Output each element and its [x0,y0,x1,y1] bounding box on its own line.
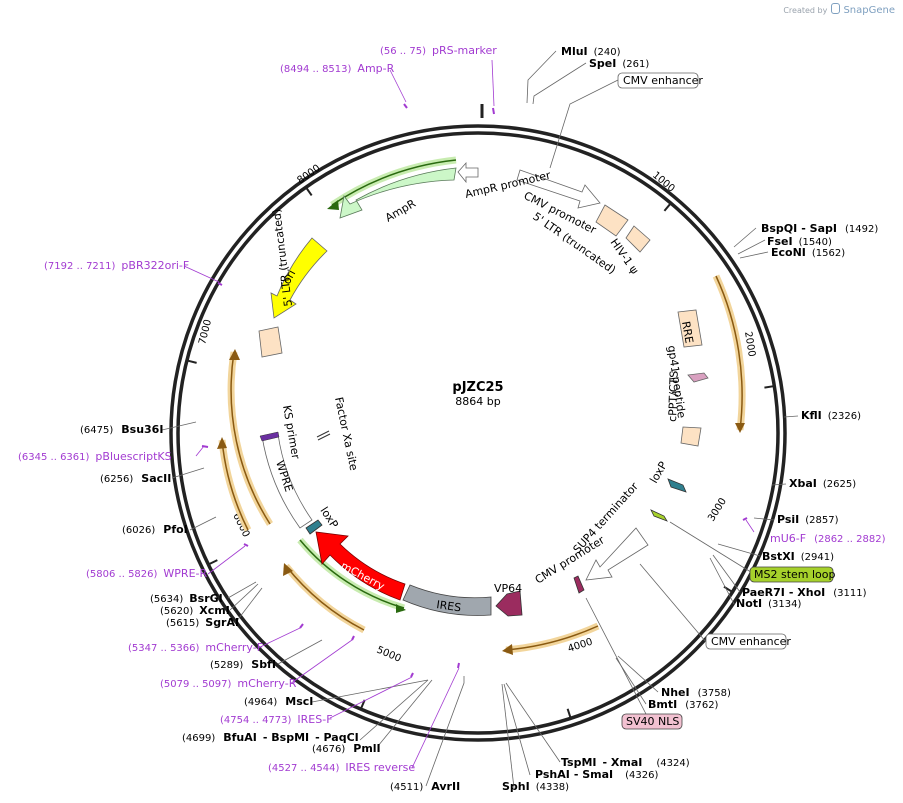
label-ampr: AmpR [383,197,418,225]
snapgene-brand: Created by SnapGene [783,3,895,16]
plasmid-length: 8864 bp [455,395,500,408]
box-cmv-enhancer-bottom: CMV enhancer [705,633,791,650]
feature-ires [402,584,492,616]
site-sphi: SphI(4338) [502,780,569,793]
primer-leaders [183,59,755,769]
orf-arcs [217,156,746,655]
snapgene-logo-icon [830,3,840,14]
feature-vp64 [495,590,523,617]
site-psii: PsiI(2857) [777,513,839,526]
box-ms2-stem-loop: MS2 stem loop [749,566,836,583]
svg-text:MS2 stem loop: MS2 stem loop [754,568,836,581]
feature-cmv-promoter-top [516,169,601,209]
site-paer7i-xhoi: PaeR7I- XhoI(3111) [742,586,867,599]
brand-prefix: Created by [783,6,828,15]
feature-cppt [680,426,702,447]
site-spei: SpeI(261) [589,57,649,70]
feature-ltr-5-top [595,204,629,237]
site-xcmi: (5620)XcmI [160,604,230,617]
feature-ampr-promoter [457,161,479,184]
site-pmli: (4676)PmlI [312,742,381,755]
primer-labels: (56 .. 75)pRS-marker (8494 .. 8513)Amp-R… [18,44,886,774]
label-ks-primer: KS primer [280,404,302,460]
brand-name: SnapGene [843,5,895,16]
svg-text:SV40 NLS: SV40 NLS [626,715,679,728]
feature-rre [677,309,703,348]
label-loxp-left: loxP [317,505,340,531]
box-leaders [549,79,755,715]
feature-mcherry [315,531,406,601]
site-sbfi: (5289)SbfI [210,658,276,671]
feature-loxp-right [667,478,687,493]
primer-amp-r: (8494 .. 8513)Amp-R [280,62,395,75]
site-bsu36i: (6475)Bsu36I [80,423,163,436]
label-loxp-right: loxP [647,459,670,485]
primer-marks [201,103,748,678]
site-xbai: XbaI(2625) [789,477,856,490]
site-bmti: BmtI(3762) [648,698,719,711]
primer-pbluescriptks: (6345 .. 6361)pBluescriptKS [18,450,172,463]
primer-mcherry-f: (5347 .. 5366)mCherry-F [128,641,263,654]
site-bspqi-sapi: BspQI- SapI(1492) [761,222,878,235]
primer-mcherry-r: (5079 .. 5097)mCherry-R [160,677,297,690]
feature-hiv-psi [625,225,651,253]
site-avrii: (4511)AvrII [390,780,460,793]
label-rre: RRE [679,320,696,344]
feature-ms2-marker [650,509,668,522]
site-bsrgi: (5634)BsrGI [150,592,223,605]
svg-text:CMV enhancer: CMV enhancer [711,635,791,648]
label-factor-xa: Factor Xa site [332,396,360,472]
primer-prs-marker: (56 .. 75)pRS-marker [380,44,497,57]
site-tspmi-xmai: TspMI- XmaI(4324) [561,756,690,769]
label-ires: IRES [436,598,462,614]
feature-ks-primer-mark [259,431,280,442]
label-vp64: VP64 [494,582,522,595]
primer-wpre-r: (5806 .. 5826)WPRE-R [86,567,207,580]
site-labels: MluI(240) SpeI(261) BspQI- SapI(1492) Fs… [80,45,878,793]
feature-wpre [261,433,313,529]
svg-text:CMV enhancer: CMV enhancer [623,74,703,87]
site-kfli: KflI(2326) [801,409,861,422]
label-ltr-5-left: 5' LTR (truncated) [270,208,295,307]
feature-ltr-5-left [258,326,283,358]
site-bfuai-bspmi-paqci: (4699)BfuAI- BspMI- PaqCI [182,731,359,744]
site-econi: EcoNI(1562) [771,246,845,259]
tick-label-2000: 2000 [742,331,757,358]
site-pfoi: (6026)PfoI [122,523,188,536]
primer-mu6-f: mU6-F(2862 .. 2882) [770,532,886,545]
box-cmv-enhancer-top: CMV enhancer [617,72,703,89]
label-cppt: cPPT/CTS [666,371,681,423]
feature-loxp-left [305,519,323,535]
plasmid-backbone [169,104,787,742]
site-mlui: MluI(240) [561,45,621,58]
feature-sv40-nls-marker [573,575,585,594]
boxed-labels: CMV enhancer MS2 stem loop CMV enhancer … [617,72,836,730]
primer-ires-f: (4754 .. 4773)IRES-F [220,713,333,726]
feature-factor-xa [316,430,331,441]
box-sv40-nls: SV40 NLS [621,713,683,730]
feature-ori [270,237,328,319]
site-pshai-smai: PshAI- SmaI(4326) [535,768,659,781]
label-ori: ori [280,268,298,287]
tick-label-8000: 8000 [295,163,322,187]
plasmid-name: pJZC25 [452,380,503,395]
primer-ires-reverse: (4527 .. 4544)IRES reverse [268,761,415,774]
site-sacii: (6256)SacII [100,472,171,485]
site-sgrai: (5615)SgrAI [166,616,239,629]
tick-label-5000: 5000 [375,645,403,665]
site-noti: NotI(3134) [736,597,801,610]
feature-ampr [339,167,457,219]
tick-label-3000: 3000 [706,496,729,523]
site-msci: (4964)MscI [244,695,313,708]
site-fsei: FseI(1540) [767,235,832,248]
site-nhei: NheI(3758) [661,686,731,699]
feature-sup4-cmv [585,527,649,581]
feature-gp41 [687,372,709,383]
site-bstxi: BstXI(2941) [762,550,834,563]
primer-pbr322ori-f: (7192 .. 7211)pBR322ori-F [44,259,189,272]
